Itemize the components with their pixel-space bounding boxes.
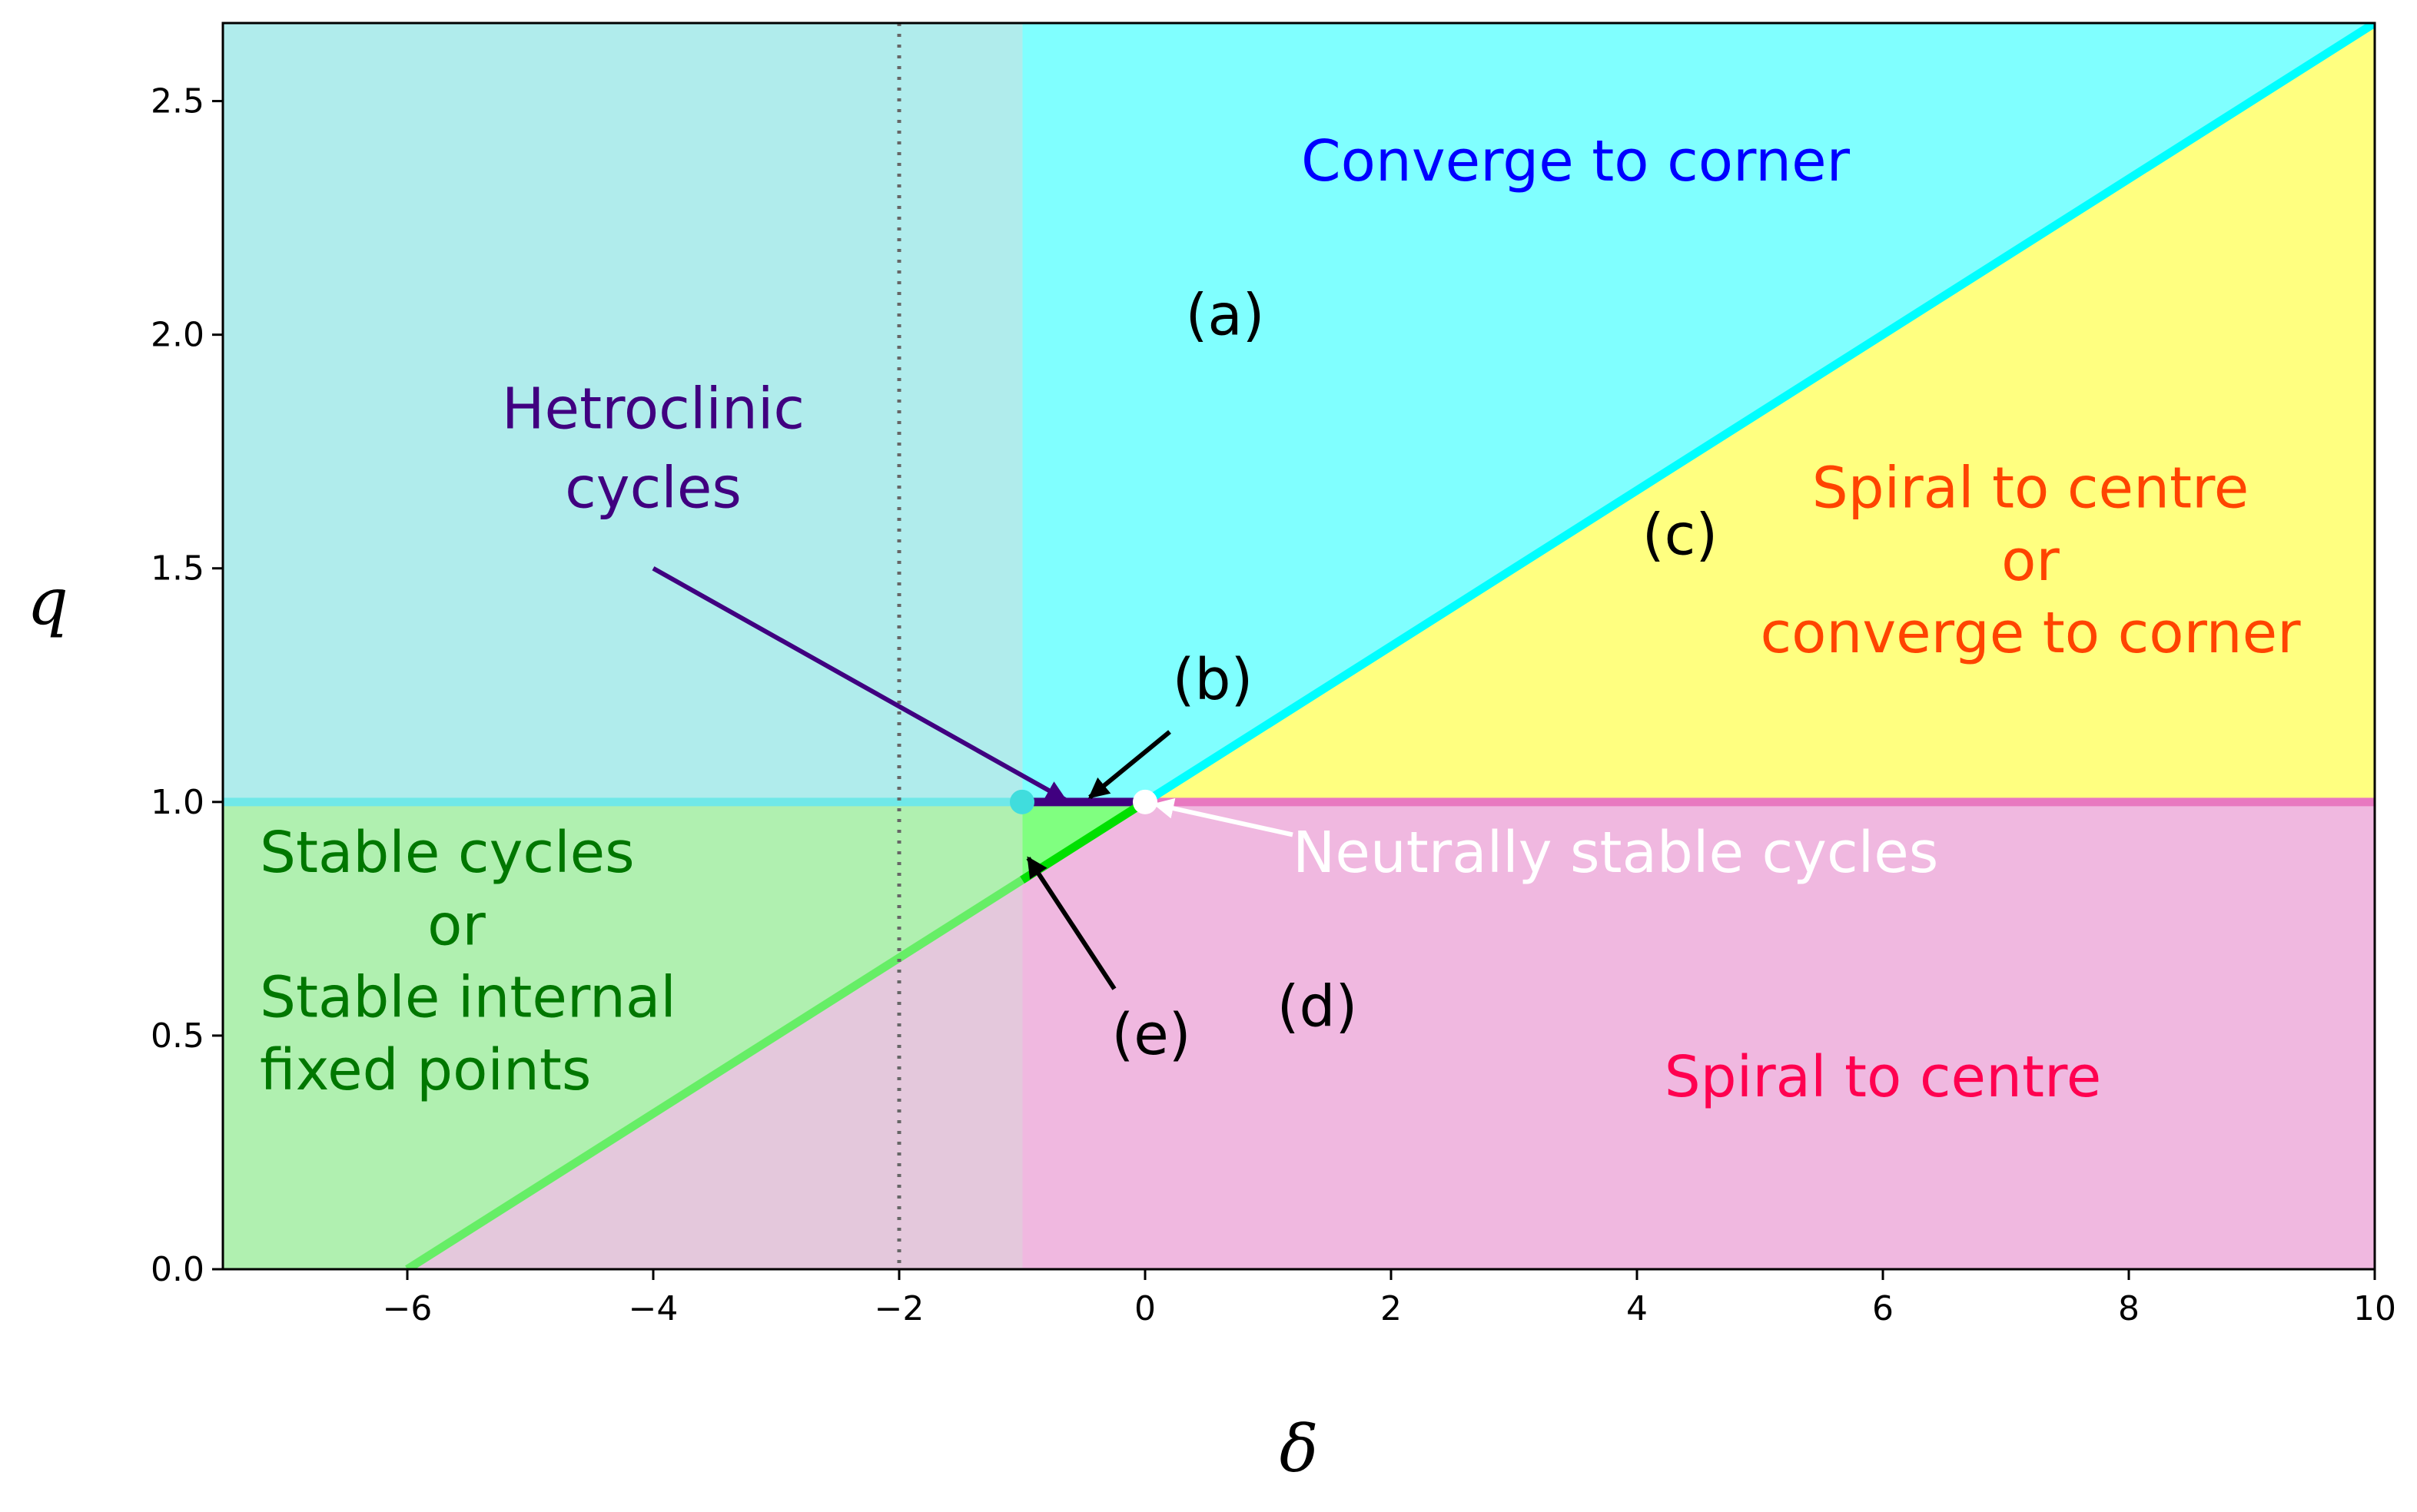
boundary-line-diag-lower-left <box>405 876 1024 1269</box>
annotation-spiral-or-corner-line-0: Spiral to centre <box>1812 456 2249 522</box>
arrow-layer <box>652 566 1293 990</box>
plot-frame <box>221 22 2376 1271</box>
x-tick-label: −6 <box>383 1289 433 1328</box>
y-tick-label: 0.0 <box>151 1250 204 1289</box>
y-tick-label: 2.0 <box>151 316 204 355</box>
x-tick-label: 8 <box>2118 1289 2140 1328</box>
arrow-neutral <box>1153 797 1293 837</box>
y-tick-label: 2.5 <box>151 82 204 121</box>
annotation-label-e: (e) <box>1111 1002 1190 1068</box>
y-axis-label: q <box>27 564 68 639</box>
boundary-line-diag-upper <box>1143 23 2375 806</box>
fixed-point-marker-0 <box>1133 789 1157 814</box>
arrow-heteroclinic <box>652 566 1067 802</box>
fixed-point-marker-1 <box>1010 789 1034 814</box>
annotation-spiral-or-corner-line-2: converge to corner <box>1760 600 2301 666</box>
marker-layer <box>1010 789 1157 814</box>
y-tick-label: 0.5 <box>151 1016 204 1056</box>
arrow-b <box>1087 730 1171 800</box>
annotation-spiral-to-centre: Spiral to centre <box>1665 1044 2102 1110</box>
annotation-label-d: (d) <box>1277 974 1358 1040</box>
y-tick-label: 1.0 <box>151 783 204 822</box>
x-tick-label: −2 <box>875 1289 925 1328</box>
annotation-heteroclinic-line-0: Hetroclinic <box>502 376 805 442</box>
annotation-converge-to-corner: Converge to corner <box>1301 128 1851 194</box>
x-tick-label: 2 <box>1380 1289 1402 1328</box>
x-tick-label: 4 <box>1626 1289 1648 1328</box>
annotation-label-a: (a) <box>1185 283 1264 349</box>
annotation-heteroclinic-line-1: cycles <box>565 456 742 522</box>
y-tick-label: 1.5 <box>151 549 204 589</box>
region-left-green <box>223 801 1023 1269</box>
annotation-stable-internal-line-0: Stable internal <box>260 965 676 1031</box>
annotation-label-c: (c) <box>1642 502 1718 568</box>
annotation-stable-cycles: Stable cycles <box>260 820 635 886</box>
axes-layer: −6 −4 −2 0 2 4 6 8 10 0.0 0.5 1.0 1.5 2.0 2.5 δ q <box>27 22 2396 1487</box>
x-tick-label: −4 <box>629 1289 679 1328</box>
x-tick-label: 10 <box>2353 1289 2396 1328</box>
annotation-stable-or: or <box>427 892 486 958</box>
boundary-line-layer <box>223 23 2375 1269</box>
x-tick-label: 0 <box>1134 1289 1156 1328</box>
annotation-neutral-cycles: Neutrally stable cycles <box>1293 820 1938 886</box>
annotation-spiral-or-corner-line-1: or <box>2001 528 2060 594</box>
arrow-e <box>1026 856 1117 990</box>
x-axis-label: δ <box>1280 1411 1319 1487</box>
annotation-layer: Converge to corner (a) Hetroclinic cycles (c… <box>260 128 2301 1110</box>
x-tick-label: 6 <box>1872 1289 1894 1328</box>
annotation-label-b: (b) <box>1173 647 1253 713</box>
annotation-stable-internal-line-1: fixed points <box>260 1037 591 1103</box>
